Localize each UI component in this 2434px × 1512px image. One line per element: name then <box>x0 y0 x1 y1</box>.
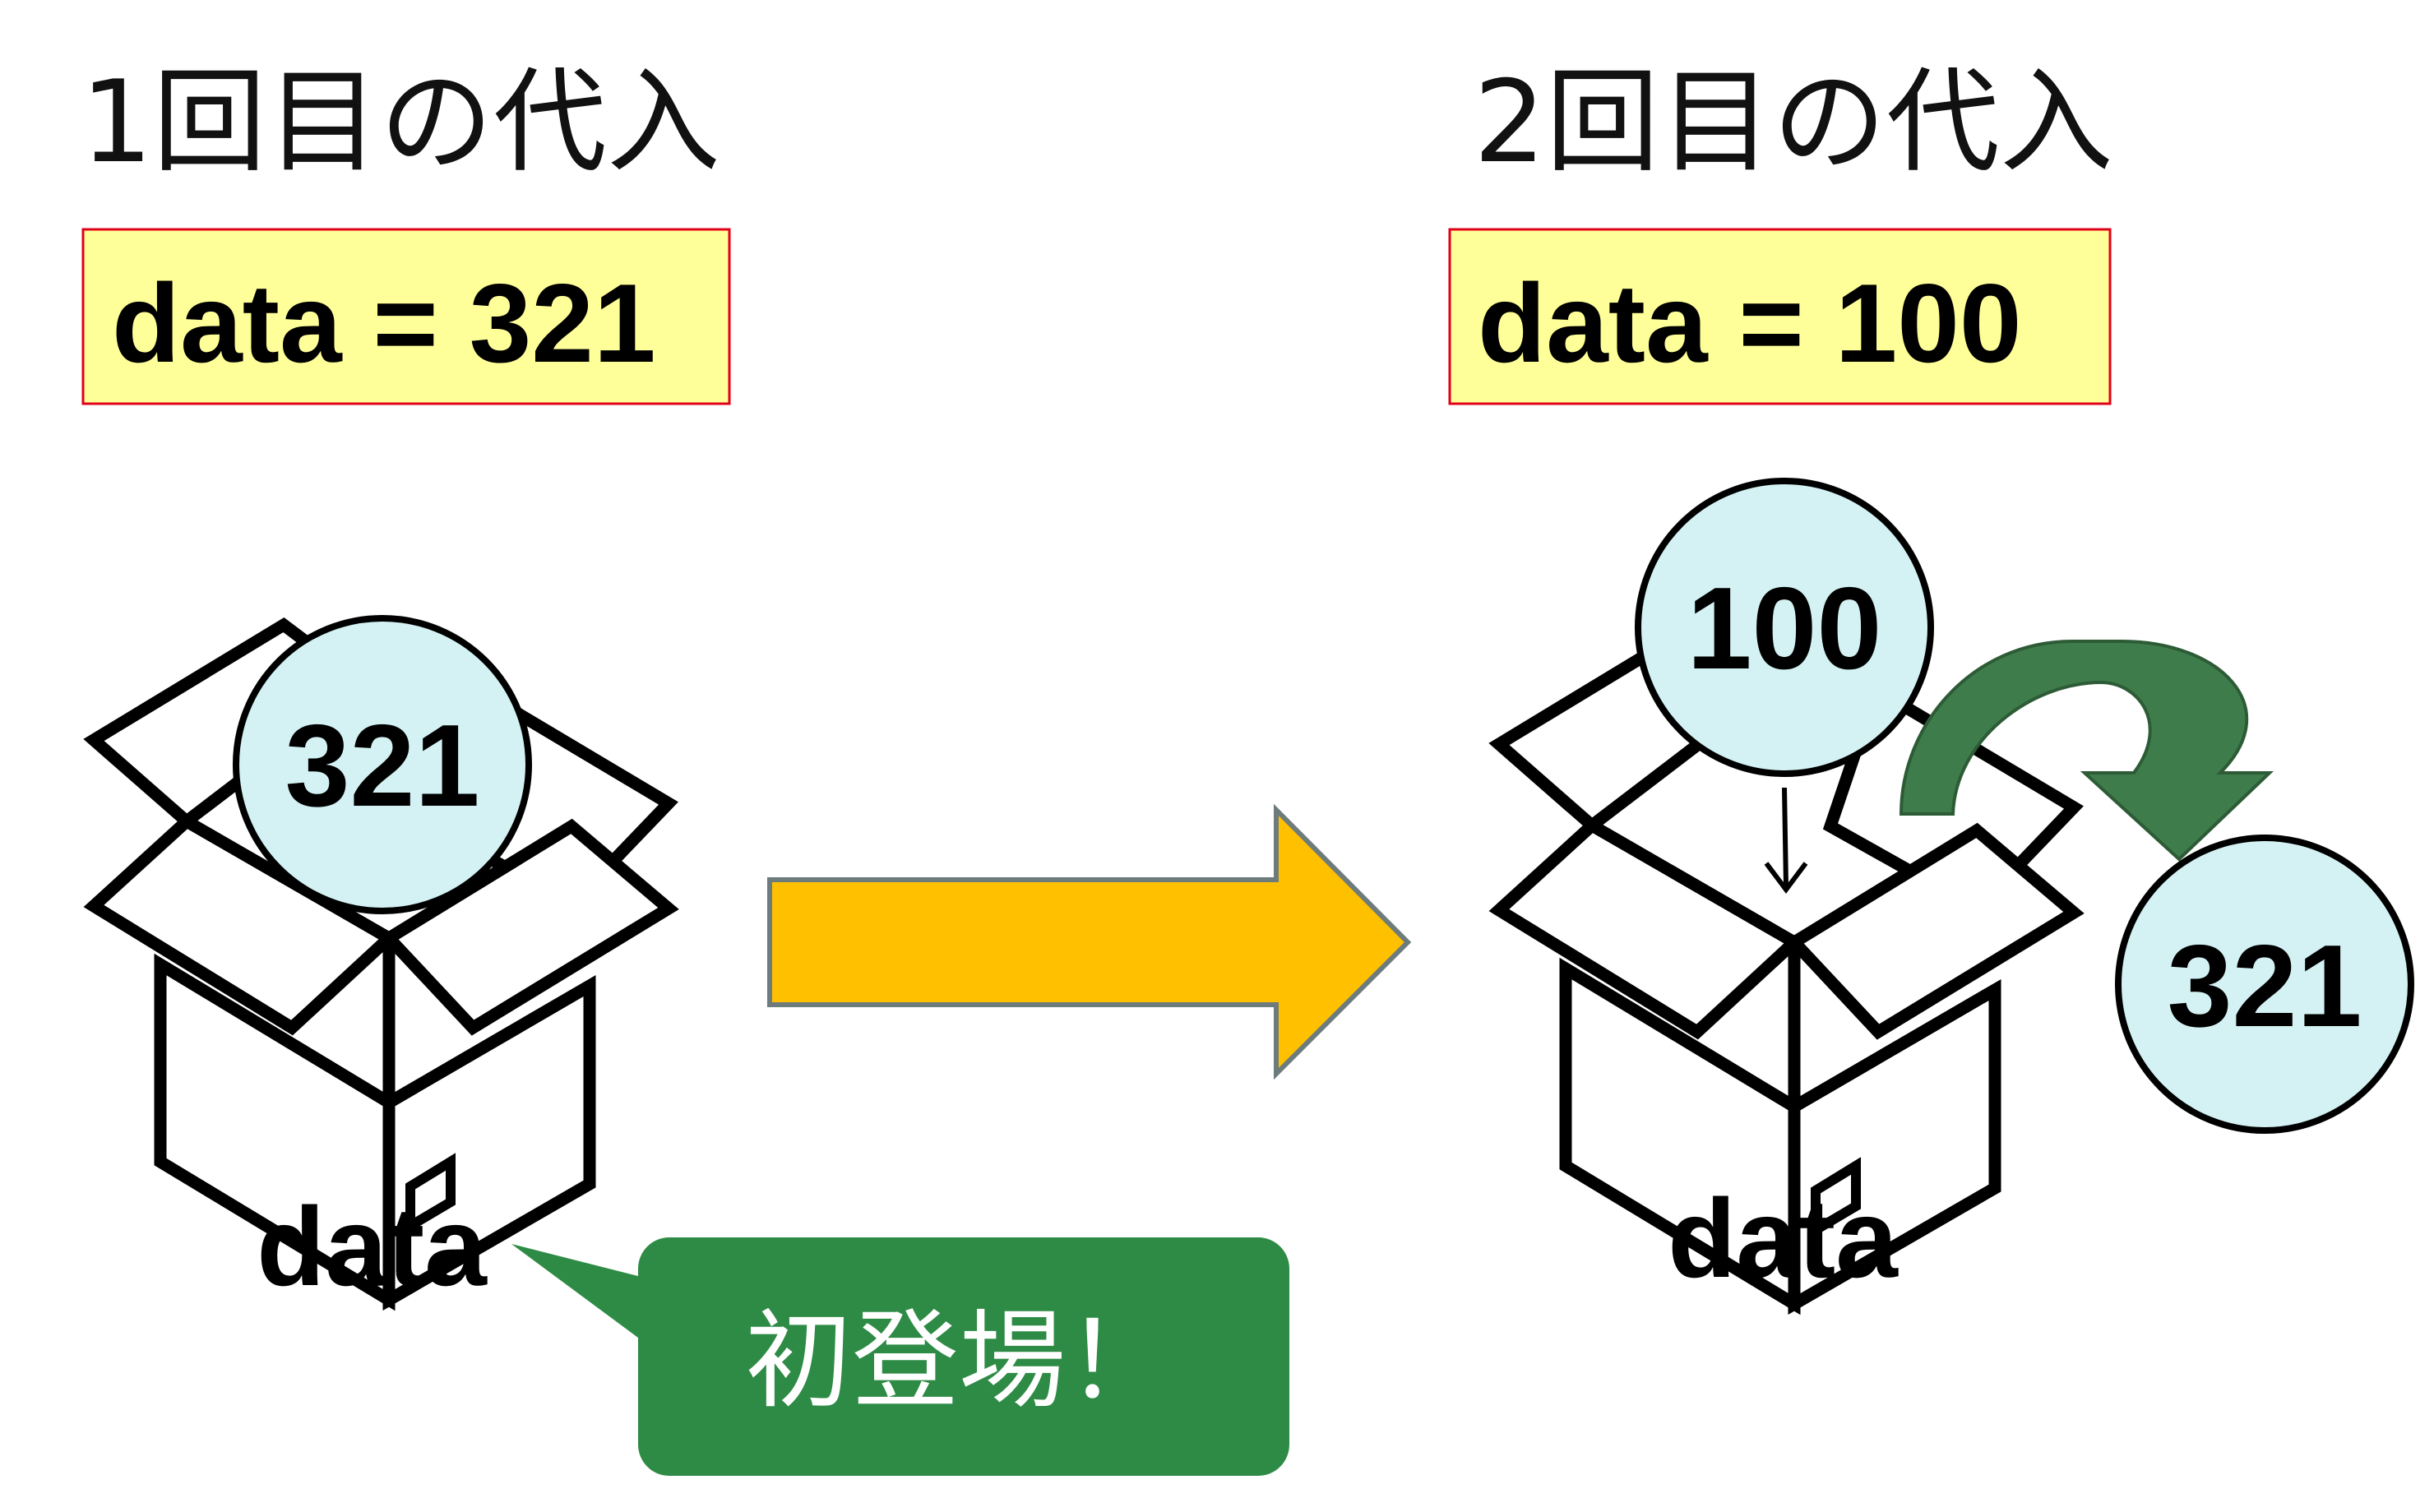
old-value-text: 321 <box>2168 921 2362 1052</box>
right-heading: 2回目の代入 <box>1474 56 2113 188</box>
left-value-text: 321 <box>285 701 480 831</box>
left-value-ball: 321 <box>233 615 532 914</box>
new-value-text: 100 <box>1687 563 1882 694</box>
left-code-box: data = 321 <box>81 228 731 405</box>
curved-arrow-icon <box>1899 640 2274 862</box>
left-heading: 1回目の代入 <box>81 56 720 188</box>
right-code-box: data = 100 <box>1448 228 2112 405</box>
old-value-ball: 321 <box>2115 835 2414 1134</box>
new-value-ball: 100 <box>1635 478 1934 777</box>
right-arrow-icon <box>767 803 1412 1080</box>
right-var-label: data <box>1668 1176 1899 1301</box>
left-var-label: data <box>257 1184 488 1309</box>
callout-bubble: 初登場！ <box>511 1237 1289 1476</box>
down-arrow-icon <box>1764 787 1808 894</box>
right-code-text: data = 100 <box>1478 261 2022 386</box>
callout-text: 初登場！ <box>745 1298 1173 1423</box>
left-code-text: data = 321 <box>112 261 656 386</box>
